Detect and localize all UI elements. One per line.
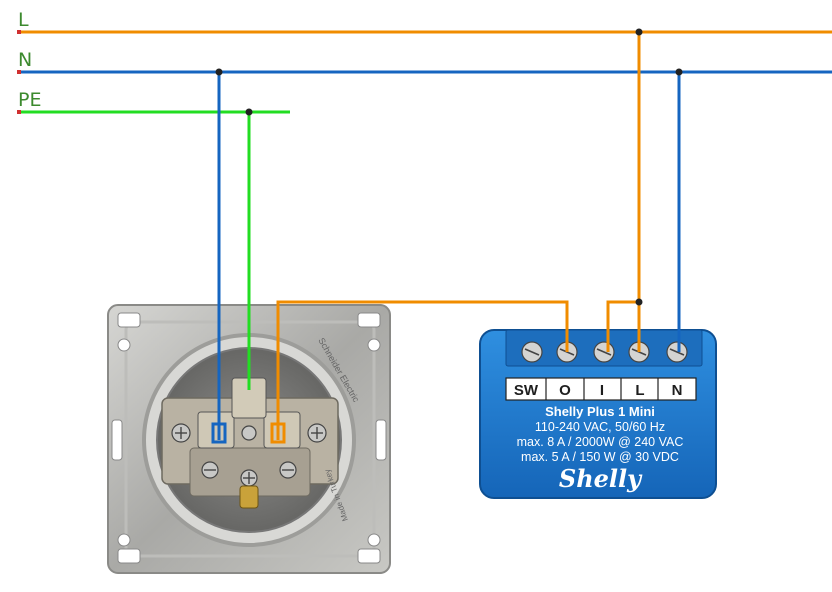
rail-label-pe: PE bbox=[18, 89, 41, 111]
wire-end-neutral bbox=[211, 422, 227, 444]
device-rating-ac: max. 8 A / 2000W @ 240 VAC bbox=[517, 435, 684, 449]
rail-n-terminal bbox=[17, 70, 21, 74]
wire-end-live bbox=[270, 422, 286, 444]
device-rating-dc: max. 5 A / 150 W @ 30 VDC bbox=[521, 450, 679, 464]
earth-contact bbox=[239, 485, 259, 509]
terminal-label-strip bbox=[505, 377, 697, 401]
screw-icon bbox=[241, 425, 257, 441]
terminal-label-sw: SW bbox=[514, 382, 539, 399]
terminal-label-n: N bbox=[672, 382, 683, 399]
rail-label-n: N bbox=[18, 49, 32, 71]
rail-pe-terminal bbox=[17, 110, 21, 114]
rail-l-terminal bbox=[17, 30, 21, 34]
terminal-label-i: I bbox=[600, 382, 604, 399]
wire-output-socket bbox=[276, 300, 569, 440]
terminal-label-l: L bbox=[635, 382, 644, 399]
rail-label-l: L bbox=[18, 9, 29, 31]
shelly-logo: Shelly bbox=[559, 464, 643, 493]
junction-dot bbox=[675, 68, 683, 76]
terminal-label-o: O bbox=[559, 382, 571, 399]
wall-socket: Schneider Electric Made in Turkey bbox=[107, 304, 391, 574]
junction-dot bbox=[635, 298, 643, 306]
junction-dot bbox=[635, 28, 643, 36]
device-rating-voltage: 110-240 VAC, 50/60 Hz bbox=[535, 420, 665, 434]
junction-dot bbox=[215, 68, 223, 76]
device-name: Shelly Plus 1 Mini bbox=[545, 404, 655, 419]
shelly-device: SW O I L N Shelly Plus 1 Mini 110-240 VA… bbox=[479, 329, 717, 499]
junction-dot bbox=[245, 108, 253, 116]
wire-live-input-bridge bbox=[606, 300, 639, 352]
